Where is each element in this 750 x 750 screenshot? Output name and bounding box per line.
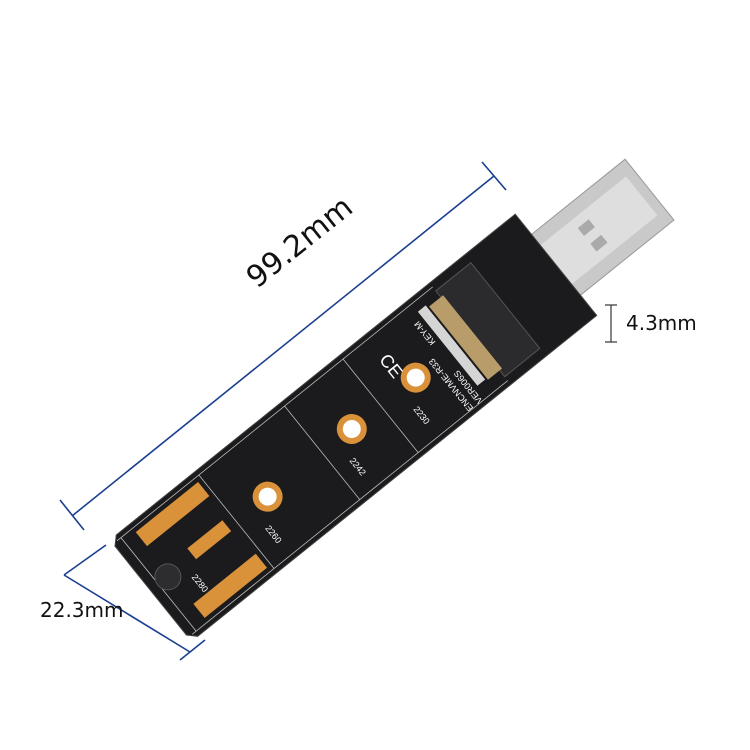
screw <box>154 563 182 591</box>
nvme-adapter-board: 2280 2260 2242 2230 ENCNVME-R33 VER006S … <box>114 158 675 637</box>
thickness-dimension <box>605 304 617 343</box>
width-label: 22.3mm <box>40 598 124 622</box>
dimension-lines <box>59 161 507 661</box>
thickness-label: 4.3mm <box>626 311 697 335</box>
width-dimension-line <box>63 544 107 576</box>
length-dimension-line <box>71 175 495 517</box>
copper-pads <box>135 481 268 618</box>
mount-holes <box>252 362 431 512</box>
